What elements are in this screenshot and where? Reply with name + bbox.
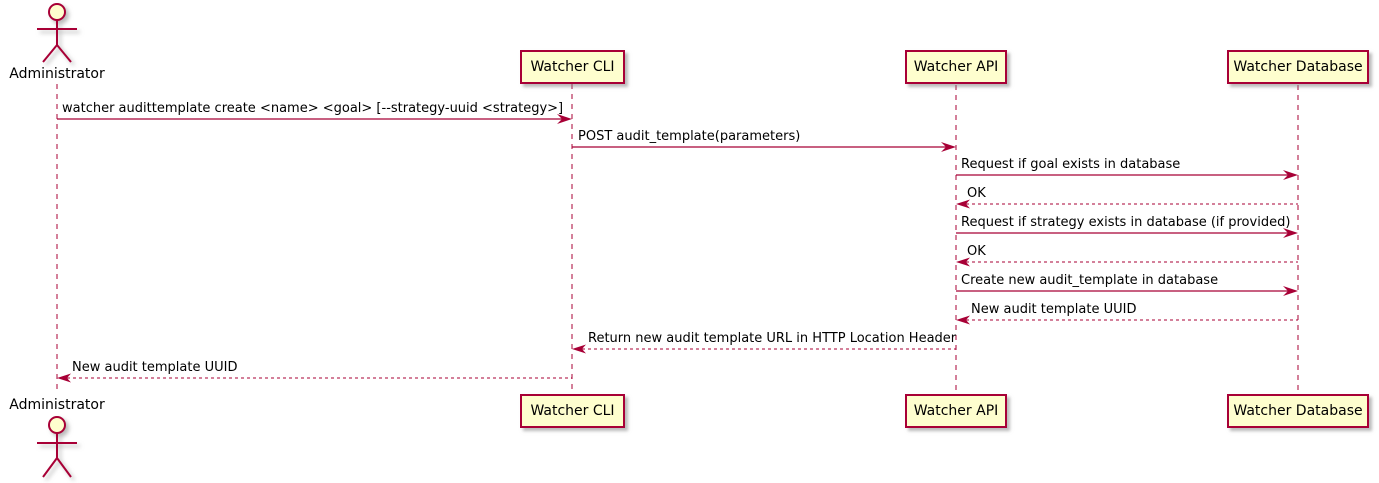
- message-7-label: Create new audit_template in database: [961, 273, 1219, 288]
- message-8-label: New audit template UUID: [971, 302, 1137, 317]
- actor-icon-top: [37, 3, 77, 63]
- participant-watcher-cli-bottom: Watcher CLI: [520, 394, 625, 428]
- message-1-arrow: [57, 114, 572, 124]
- message-9-arrow: [572, 344, 956, 354]
- message-9-label: Return new audit template URL in HTTP Lo…: [588, 331, 957, 346]
- message-5-label: Request if strategy exists in database (…: [961, 215, 1291, 230]
- actor-label-top: Administrator: [9, 66, 105, 82]
- actor-label-bottom: Administrator: [9, 397, 105, 413]
- participant-watcher-database-top: Watcher Database: [1227, 50, 1369, 84]
- message-2-arrow: [572, 142, 956, 152]
- participant-label: Watcher Database: [1233, 59, 1363, 75]
- participant-watcher-api-bottom: Watcher API: [905, 394, 1007, 428]
- message-2-label: POST audit_template(parameters): [578, 129, 801, 144]
- message-10-label: New audit template UUID: [72, 360, 238, 375]
- actor-icon-bottom: [37, 416, 77, 478]
- message-5-arrow: [956, 228, 1298, 238]
- participant-watcher-api-top: Watcher API: [905, 50, 1007, 84]
- participant-label: Watcher API: [913, 403, 999, 419]
- participant-watcher-cli-top: Watcher CLI: [520, 50, 625, 84]
- message-4-arrow: [956, 199, 1298, 209]
- participant-label: Watcher Database: [1233, 403, 1363, 419]
- message-3-label: Request if goal exists in database: [961, 157, 1181, 172]
- message-8-arrow: [956, 315, 1298, 325]
- message-3-arrow: [956, 170, 1298, 180]
- participant-label: Watcher API: [913, 59, 999, 75]
- participant-label: Watcher CLI: [530, 403, 615, 419]
- message-6-arrow: [956, 257, 1298, 267]
- message-7-arrow: [956, 286, 1298, 296]
- participant-label: Watcher CLI: [530, 59, 615, 75]
- participant-watcher-database-bottom: Watcher Database: [1227, 394, 1369, 428]
- message-1-label: watcher audittemplate create <name> <goa…: [62, 101, 564, 116]
- message-10-arrow: [57, 373, 572, 383]
- message-6-label: OK: [967, 244, 986, 259]
- message-4-label: OK: [967, 186, 986, 201]
